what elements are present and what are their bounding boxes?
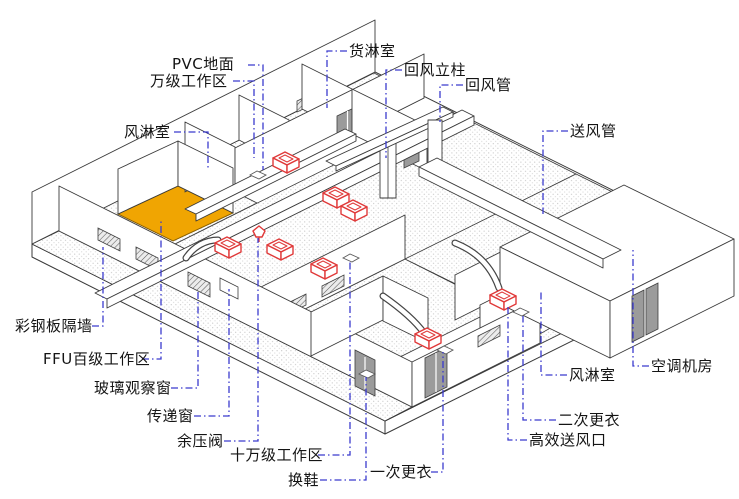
leader-ffu-class100-workzone [142, 220, 162, 360]
label-ffu-class100-workzone: FFU百级工作区 [43, 350, 151, 368]
floor-marker [342, 253, 360, 263]
facade-window [97, 227, 121, 252]
label-first-change-room: 一次更衣 [370, 463, 433, 481]
leader-cargo-shower [326, 50, 347, 108]
floor-marker [358, 369, 376, 379]
label-second-change-room: 二次更衣 [558, 411, 621, 429]
floor-marker [249, 170, 267, 180]
leader-class-10k-workzone [233, 80, 255, 158]
label-return-air-duct: 回风管 [465, 76, 512, 94]
pressure-relief-valve-shape [252, 225, 266, 242]
leader-ahu-room [632, 250, 649, 367]
return-air-duct-shape [325, 106, 454, 172]
transfer-window-shape [219, 277, 239, 300]
label-steel-panel-partition: 彩钢板隔墙 [15, 317, 93, 335]
leader-supply-air-duct [542, 130, 568, 214]
label-air-shower-bottom: 风淋室 [569, 366, 616, 384]
hepa-box [340, 199, 368, 222]
leader-return-air-column [385, 69, 402, 158]
floor-marker [512, 307, 530, 317]
wall-top-duct [184, 128, 357, 222]
leader-second-change-room [522, 316, 556, 421]
label-glass-observation-window: 玻璃观察窗 [94, 379, 172, 397]
leader-first-change-room [431, 352, 444, 473]
hepa-box [266, 238, 294, 261]
glass-observation-window-shape [187, 271, 211, 298]
leader-class-100k-workzone [318, 261, 351, 456]
label-pressure-relief-valve: 余压阀 [177, 432, 224, 450]
hepa-box [414, 327, 442, 350]
label-hepa-supply-outlet: 高效送风口 [529, 431, 607, 449]
ahu-room-block [499, 184, 735, 359]
hepa-box [322, 186, 350, 209]
label-cargo-shower: 货淋室 [349, 42, 396, 60]
supply-duct-to-ahu [418, 157, 622, 269]
hepa-box [489, 288, 517, 311]
leader-glass-observation-window [171, 290, 199, 389]
label-supply-air-duct: 送风管 [570, 122, 617, 140]
leader-transfer-window [194, 289, 230, 417]
label-class-100k-workzone: 十万级工作区 [230, 446, 324, 464]
leader-pvc-floor [248, 64, 264, 170]
label-air-shower-top: 风淋室 [124, 123, 171, 141]
leader-return-air-duct [439, 84, 463, 122]
leader-pressure-relief-valve [224, 238, 259, 442]
hepa-box [214, 236, 242, 259]
valve-body [252, 225, 266, 238]
leader-hepa-supply-outlet [507, 306, 527, 441]
hepa-box [272, 151, 300, 174]
label-shoe-change: 换鞋 [288, 471, 320, 489]
hepa-box [310, 257, 338, 280]
label-class-10k-workzone: 万级工作区 [150, 72, 228, 90]
label-return-air-column: 回风立柱 [404, 61, 467, 79]
label-pvc-floor: PVC地面 [172, 55, 235, 73]
ahu-door-right [645, 282, 659, 336]
label-ahu-room: 空调机房 [651, 357, 714, 375]
hepa-boxes [214, 151, 517, 350]
leader-steel-panel-partition [92, 247, 104, 327]
label-transfer-window: 传递窗 [147, 407, 194, 425]
leader-lines [92, 50, 649, 481]
ahu-door-left [631, 289, 645, 343]
leader-air-shower-top [174, 131, 209, 168]
leader-shoe-change [320, 377, 367, 481]
leader-air-shower-bottom [540, 290, 567, 376]
